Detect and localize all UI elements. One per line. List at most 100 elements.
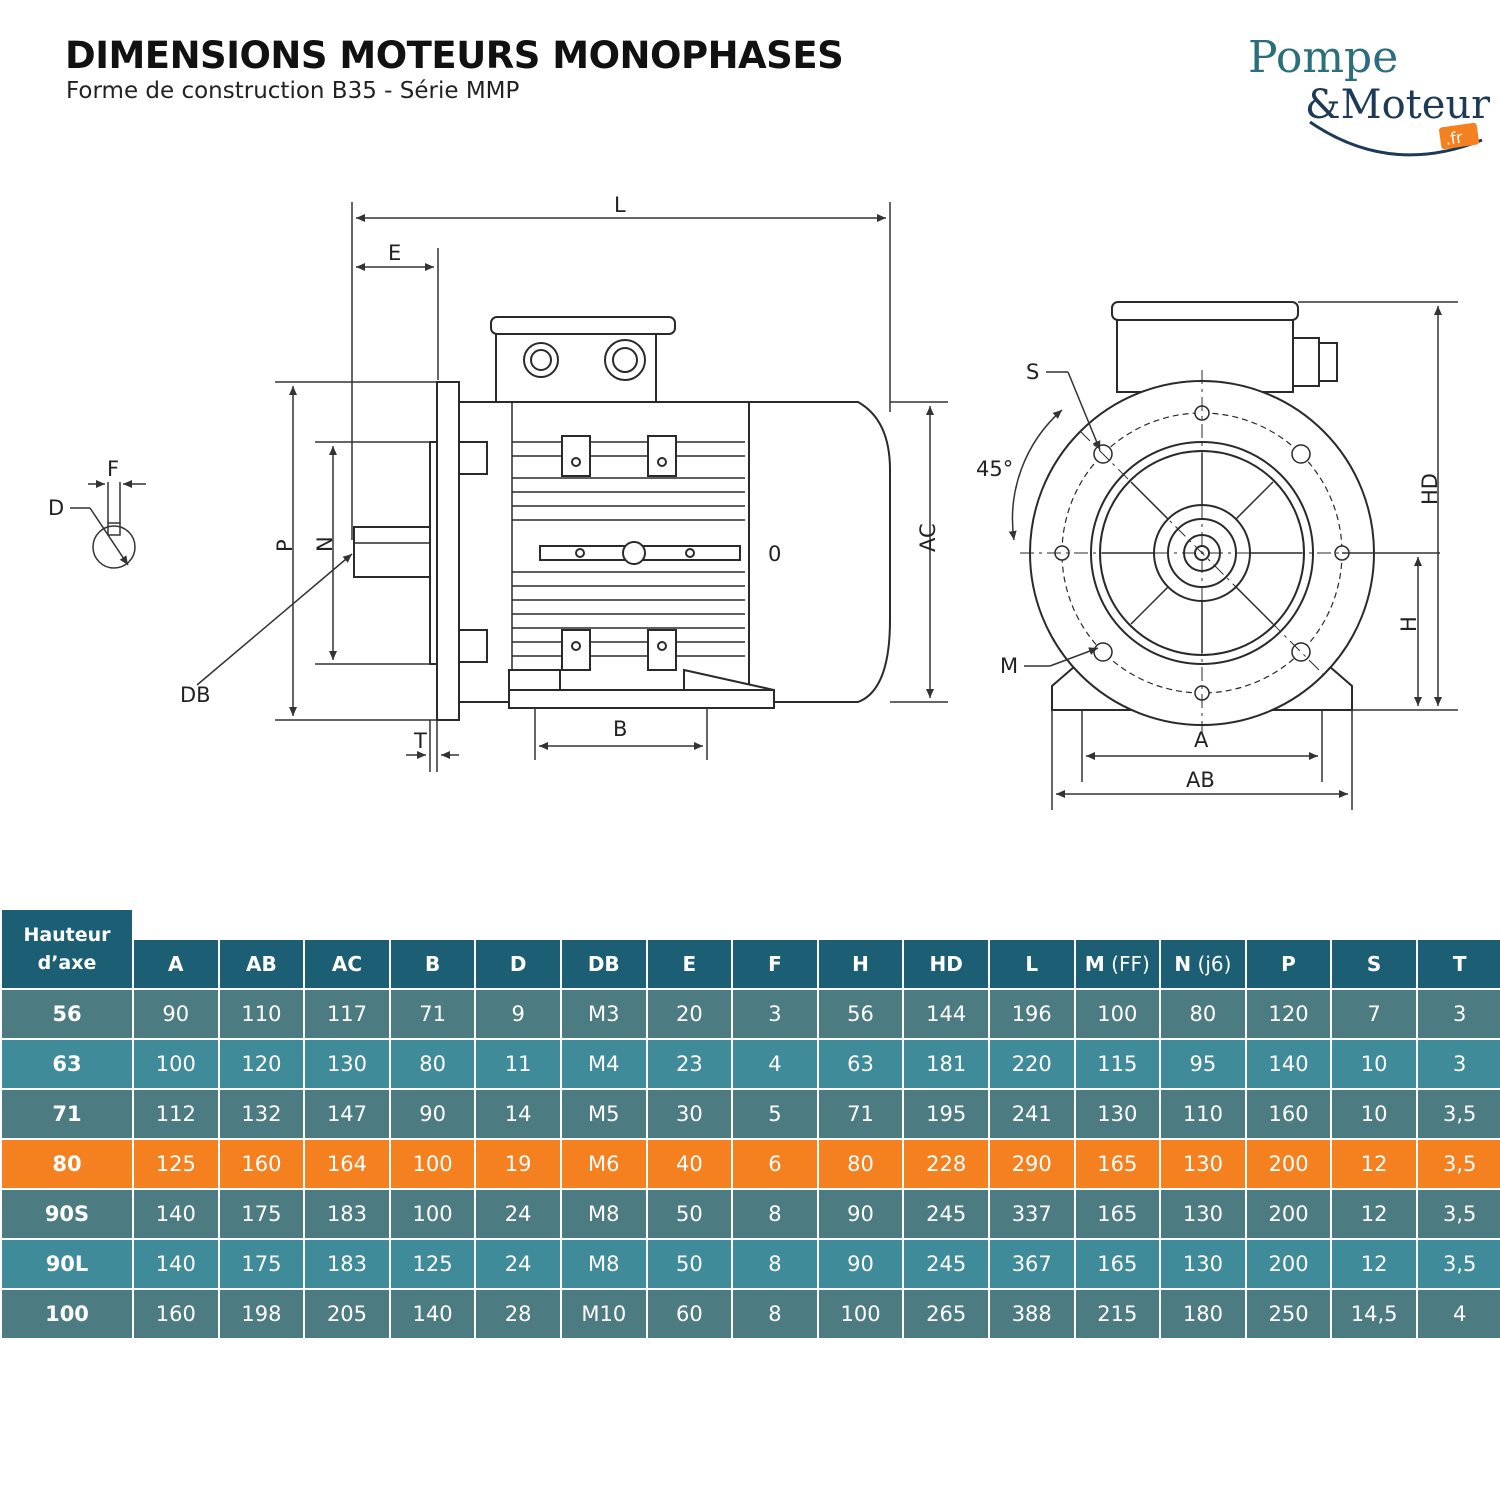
table-cell-t: 3 — [1417, 1040, 1500, 1090]
column-header-db: DB — [561, 940, 646, 990]
table-cell-hd: 245 — [904, 1240, 988, 1290]
table-cell-e: 20 — [647, 990, 732, 1040]
table-cell-p: 200 — [1246, 1190, 1331, 1240]
table-cell-hd: 181 — [904, 1040, 988, 1090]
logo-tld-badge — [1439, 122, 1479, 150]
cable-gland-inner — [612, 347, 638, 373]
table-cell-ac: 183 — [305, 1190, 389, 1240]
table-cell-p: 140 — [1246, 1040, 1331, 1090]
table-cell-n: 130 — [1161, 1140, 1245, 1190]
foot-base — [508, 689, 775, 709]
table-cell-n: 110 — [1161, 1090, 1245, 1140]
column-header-label: H — [852, 952, 869, 976]
table-cell-db: M5 — [561, 1090, 646, 1140]
center-screw — [622, 541, 646, 565]
column-header-suffix: (FF) — [1104, 952, 1150, 976]
table-cell-hd: 144 — [904, 990, 988, 1040]
shaft-outline — [353, 526, 431, 578]
cooling-fins — [511, 402, 745, 702]
column-header-label: L — [1025, 952, 1039, 976]
terminal-box-lid — [490, 316, 676, 335]
table-cell-a: 140 — [134, 1190, 218, 1240]
table-cell-p: 120 — [1246, 990, 1331, 1040]
table-cell-h: 63 — [818, 1040, 903, 1090]
table-cell-ab: 175 — [219, 1190, 304, 1240]
table-cell-s: 14,5 — [1332, 1290, 1416, 1340]
table-cell-m: 165 — [1075, 1190, 1160, 1240]
table-cell-a: 90 — [134, 990, 218, 1040]
table-cell-ab: 120 — [219, 1040, 304, 1090]
table-cell-f: 3 — [733, 990, 817, 1040]
table-cell-ac: 164 — [305, 1140, 389, 1190]
table-cell-h: 56 — [818, 990, 903, 1040]
page-subtitle: Forme de construction B35 - Série MMP — [66, 78, 520, 104]
table-cell-ab: 160 — [219, 1140, 304, 1190]
table-cell-n: 80 — [1161, 990, 1245, 1040]
table-cell-b: 100 — [390, 1190, 475, 1240]
column-header-hd: HD — [904, 940, 988, 990]
table-cell-a: 140 — [134, 1240, 218, 1290]
column-header-a: A — [134, 940, 218, 990]
table-cell-ac: 183 — [305, 1240, 389, 1290]
table-cell-ac: 117 — [305, 990, 389, 1040]
table-cell-n: 180 — [1161, 1290, 1245, 1340]
column-header-label: AC — [331, 952, 363, 976]
column-header-suffix: (j6) — [1191, 952, 1232, 976]
table-cell-s: 12 — [1332, 1140, 1416, 1190]
brand-logo: Pompe &Moteur .fr — [1248, 32, 1490, 157]
logo-text-line1: Pompe — [1248, 32, 1398, 83]
row-header-cell: 63 — [2, 1040, 132, 1090]
label-A: A — [1194, 728, 1209, 752]
label-45deg: 45° — [976, 457, 1013, 481]
page-title: DIMENSIONS MOTEURS MONOPHASES — [65, 34, 844, 77]
table-cell-s: 12 — [1332, 1190, 1416, 1240]
table-cell-t: 3,5 — [1417, 1090, 1500, 1140]
label-M: M — [1000, 654, 1018, 678]
column-header-label: F — [768, 952, 782, 976]
table-cell-a: 160 — [134, 1290, 218, 1340]
row-header-cell: 80 — [2, 1140, 132, 1190]
table-cell-l: 220 — [989, 1040, 1074, 1090]
lug-bolt — [571, 457, 581, 467]
side-view — [353, 316, 891, 721]
column-header-label: D — [509, 952, 527, 976]
column-header-t: T — [1417, 940, 1500, 990]
table-cell-f: 4 — [733, 1040, 817, 1090]
table-cell-db: M10 — [561, 1290, 646, 1340]
table-cell-n: 130 — [1161, 1240, 1245, 1290]
table-cell-db: M8 — [561, 1240, 646, 1290]
table-cell-s: 10 — [1332, 1040, 1416, 1090]
label-N: N — [313, 536, 337, 552]
column-header-label: HD — [929, 952, 963, 976]
table-cell-s: 10 — [1332, 1090, 1416, 1140]
table-cell-t: 3 — [1417, 990, 1500, 1040]
table-cell-e: 60 — [647, 1290, 732, 1340]
column-header-label: M — [1084, 952, 1105, 976]
header-hauteur-line1: Hauteur — [23, 924, 111, 946]
column-header-f: F — [733, 940, 817, 990]
table-header-row: Hauteur d’axe — [2, 910, 1500, 990]
table-cell-f: 8 — [733, 1190, 817, 1240]
table-cell-m: 165 — [1075, 1240, 1160, 1290]
column-header-ab: AB — [219, 940, 304, 990]
table-cell-ab: 198 — [219, 1290, 304, 1340]
motor-bearing-lug-bottom — [458, 629, 488, 663]
label-S: S — [1026, 360, 1039, 384]
label-T: T — [413, 729, 427, 753]
table-cell-p: 250 — [1246, 1290, 1331, 1340]
strip-screw — [575, 548, 585, 558]
top-mount-lug-1 — [561, 435, 591, 477]
table-cell-d: 9 — [476, 990, 560, 1040]
table-cell-d: 24 — [476, 1190, 560, 1240]
table-cell-e: 40 — [647, 1140, 732, 1190]
column-header-h: H — [818, 940, 903, 990]
table-cell-n: 130 — [1161, 1190, 1245, 1240]
logo-swoosh — [1309, 120, 1483, 157]
strip-screw — [685, 548, 695, 558]
shaft-key-detail — [70, 480, 146, 569]
row-header-cell: 90L — [2, 1240, 132, 1290]
